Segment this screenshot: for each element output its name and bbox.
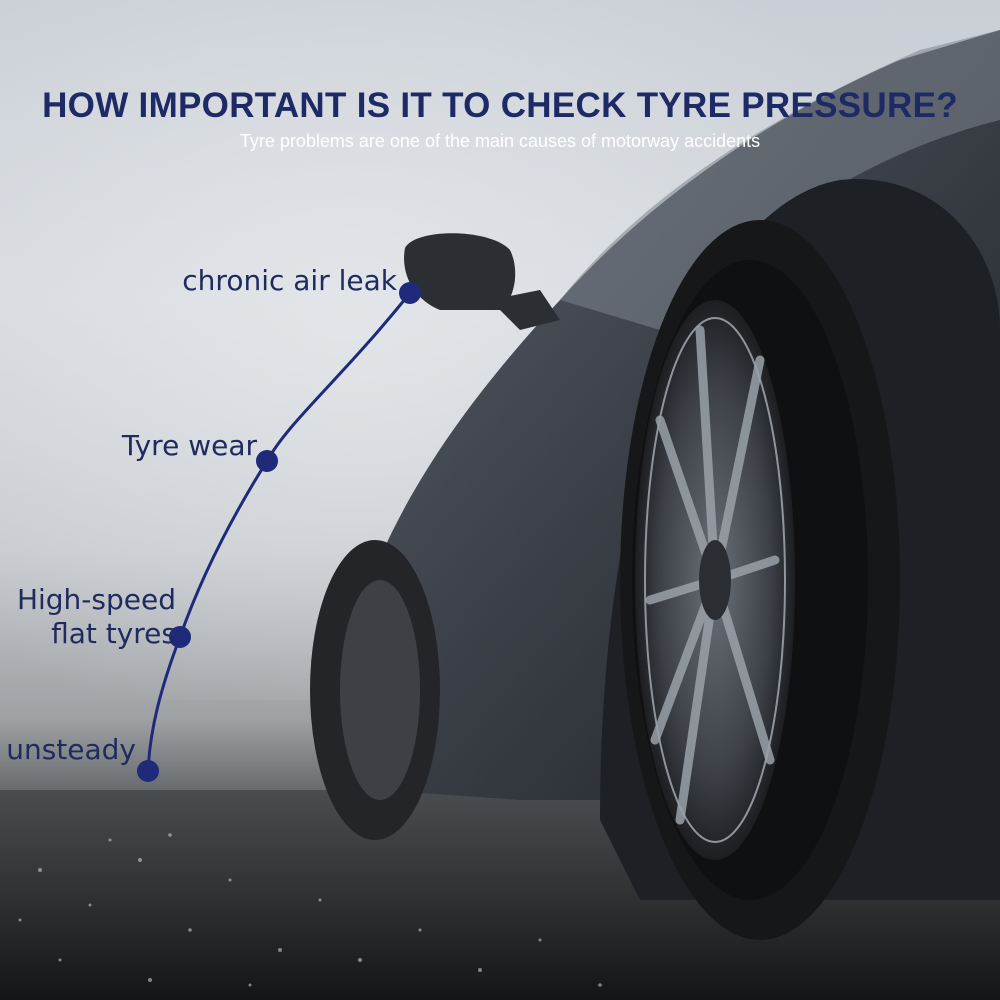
cause-label-high-speed-flat-tyres: High-speed flat tyres [16, 583, 176, 650]
page-title: HOW IMPORTANT IS IT TO CHECK TYRE PRESSU… [42, 86, 958, 125]
cause-label-tyre-wear: Tyre wear [121, 429, 257, 462]
cause-label-unsteady: unsteady [6, 733, 136, 766]
cause-curve [146, 292, 412, 772]
page-subtitle: Tyre problems are one of the main causes… [239, 131, 761, 151]
cause-label-chronic-air-leak: chronic air leak [182, 264, 397, 297]
cause-marker-highspeed [169, 626, 191, 648]
cause-marker-wear [256, 450, 278, 472]
cause-marker-chronic [399, 282, 421, 304]
cause-marker-unsteady [137, 760, 159, 782]
